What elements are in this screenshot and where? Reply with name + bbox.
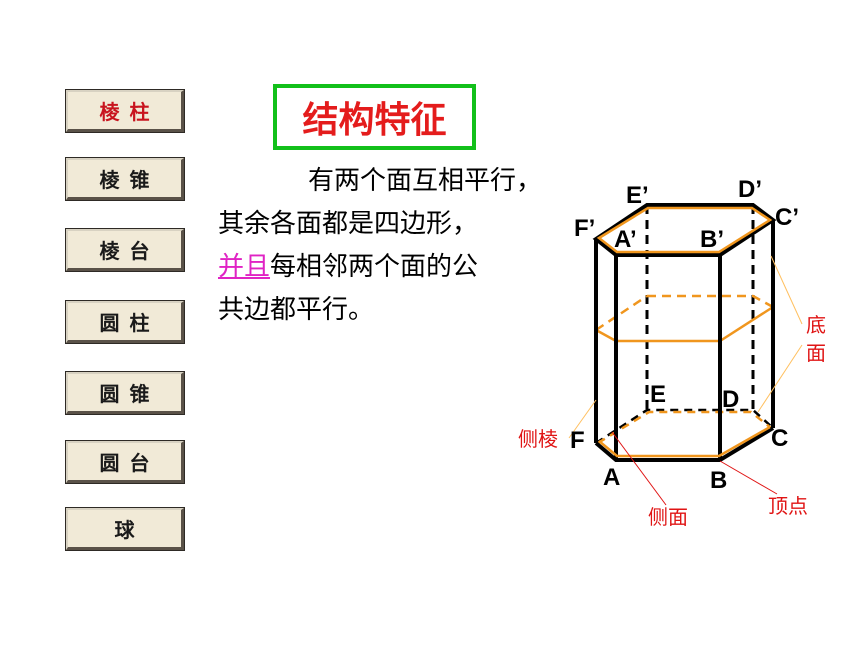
definition-text: 有两个面互相平行， 其余各面都是四边形， 并且每相邻两个面的公 共边都平行。 <box>218 160 598 332</box>
hidden-bottom-outline <box>597 410 772 445</box>
label-d-prime: D’ <box>738 176 762 203</box>
label-d: D <box>722 386 739 413</box>
nav-button-sphere[interactable]: 球 <box>65 507 185 551</box>
definition-line-2: 其余各面都是四边形， <box>218 209 479 239</box>
nav-button-truncated-cone[interactable]: 圆台 <box>65 440 185 484</box>
section-title: 结构特征 <box>273 84 476 150</box>
definition-line-1: 有两个面互相平行， <box>308 166 543 196</box>
vertex-leader <box>719 460 778 495</box>
nav-label: 圆柱 <box>99 311 160 335</box>
nav-button-pyramid[interactable]: 棱锥 <box>65 157 185 201</box>
bottom-front-outline <box>598 425 771 458</box>
section-solid <box>595 305 774 343</box>
section-dashed-left <box>595 294 648 332</box>
lateral-edge-leader <box>568 399 597 439</box>
nav-button-cone[interactable]: 圆锥 <box>65 371 185 415</box>
base-leader-lower <box>757 344 803 413</box>
definition-line-3: 并且每相邻两个面的公 <box>218 246 598 289</box>
nav-button-cylinder[interactable]: 圆柱 <box>65 300 185 344</box>
label-a-prime: A’ <box>614 226 637 253</box>
top-base-outline <box>596 206 773 254</box>
nav-label: 棱柱 <box>99 100 160 124</box>
label-a: A <box>603 464 620 491</box>
and-link[interactable]: 并且 <box>218 252 271 282</box>
nav-label: 球 <box>114 518 145 542</box>
nav-label: 棱锥 <box>99 168 160 192</box>
nav-button-prism[interactable]: 棱柱 <box>65 89 185 133</box>
annotation-lateral-edge: 侧棱 <box>518 427 558 451</box>
annotation-vertex: 顶点 <box>768 494 808 518</box>
label-e-prime: E’ <box>626 182 649 209</box>
definition-line-4: 共边都平行。 <box>218 295 375 325</box>
annotation-lateral-face: 侧面 <box>648 505 688 529</box>
section-dashed <box>647 294 774 309</box>
lateral-face-leader <box>611 431 667 506</box>
annotation-base-1: 底 <box>806 313 826 337</box>
nav-button-frustum[interactable]: 棱台 <box>65 228 185 272</box>
nav-label: 圆锥 <box>99 382 160 406</box>
bottom-front-edges <box>594 426 775 462</box>
nav-label: 棱台 <box>99 239 160 263</box>
definition-line-3-rest: 每相邻两个面的公 <box>270 252 479 282</box>
annotation-base-2: 面 <box>806 341 826 365</box>
label-e: E <box>650 381 666 408</box>
hidden-bottom-edges <box>595 408 774 445</box>
label-f: F <box>570 427 585 454</box>
nav-label: 圆台 <box>99 451 160 475</box>
title-text: 结构特征 <box>302 100 447 141</box>
label-f-prime: F’ <box>574 215 595 242</box>
base-leader-upper <box>770 255 803 325</box>
label-b-prime: B’ <box>700 226 724 253</box>
label-c: C <box>771 425 788 452</box>
top-base-edges <box>592 203 777 257</box>
label-c-prime: C’ <box>775 204 799 231</box>
label-b: B <box>710 467 727 494</box>
